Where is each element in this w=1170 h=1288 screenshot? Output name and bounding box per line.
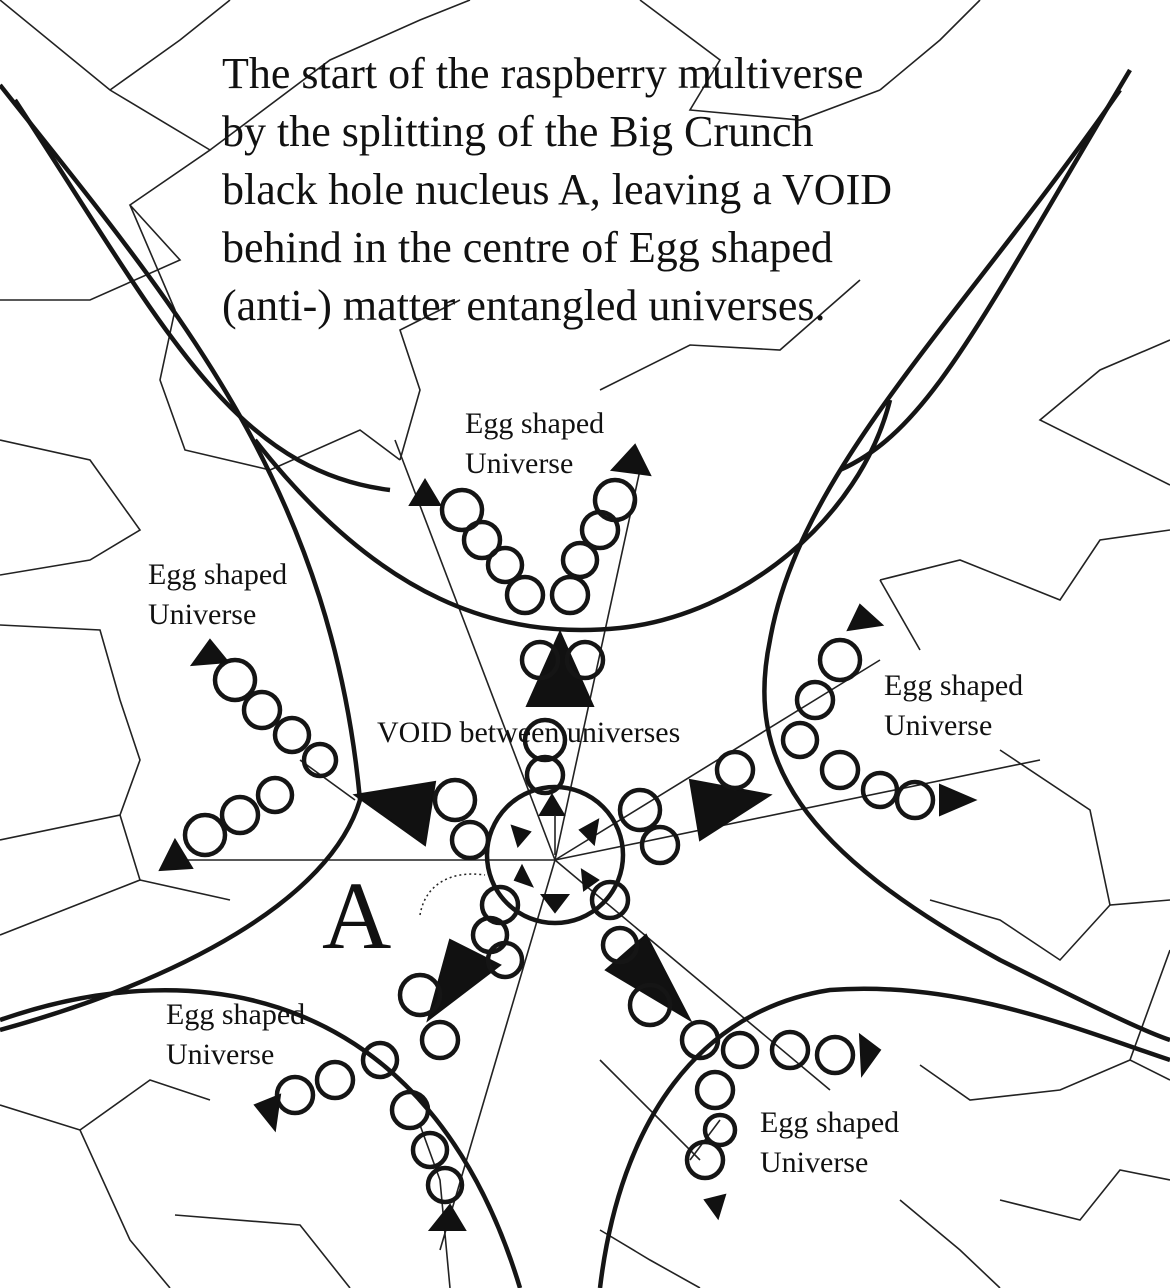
nucleus-label: A xyxy=(322,862,391,969)
void-label: VOID between universes xyxy=(377,716,680,749)
universe-labels: Egg shaped Universe Egg shaped Universe … xyxy=(148,407,1023,1179)
title-line-3: black hole nucleus A, leaving a VOID xyxy=(222,165,892,214)
spoke-triangles xyxy=(352,629,773,1023)
title-line-5: (anti-) matter entangled universes. xyxy=(222,281,826,330)
central-void-circle xyxy=(484,784,626,926)
end-triangles xyxy=(158,443,978,1231)
universe-label-right-line2: Universe xyxy=(884,709,992,742)
universe-label-right-line1: Egg shaped xyxy=(884,669,1023,702)
universe-label-left-line1: Egg shaped xyxy=(148,558,287,591)
universe-boundaries xyxy=(0,68,1170,1288)
universe-label-lower-left-line2: Universe xyxy=(166,1038,274,1071)
title-line-4: behind in the centre of Egg shaped xyxy=(222,223,833,272)
loop-chains xyxy=(182,477,936,1205)
title-line-2: by the splitting of the Big Crunch xyxy=(222,107,814,156)
universe-label-top-line2: Universe xyxy=(465,447,573,480)
universe-label-lower-right-line2: Universe xyxy=(760,1146,868,1179)
universe-label-lower-left-line1: Egg shaped xyxy=(166,998,305,1031)
universe-label-top-line1: Egg shaped xyxy=(465,407,604,440)
radial-guide-lines xyxy=(180,439,1041,1251)
universe-label-left-line2: Universe xyxy=(148,598,256,631)
universe-label-lower-right-line1: Egg shaped xyxy=(760,1106,899,1139)
nucleus-pointer xyxy=(419,873,486,916)
inner-triangles xyxy=(510,793,600,914)
diagram-title: The start of the raspberry multiverse by… xyxy=(222,49,892,330)
title-line-1: The start of the raspberry multiverse xyxy=(222,49,863,98)
